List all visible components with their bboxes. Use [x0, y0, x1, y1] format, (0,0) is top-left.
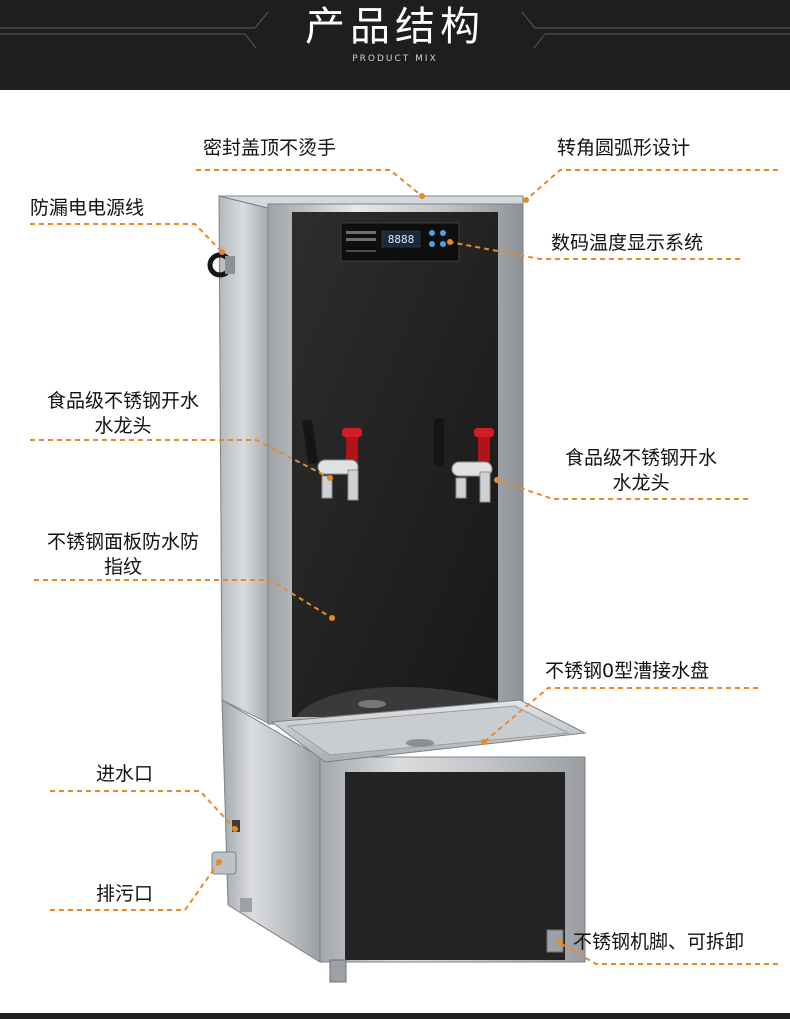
header-banner: 产品结构 PRODUCT MIX — [0, 0, 790, 90]
callout-faucet-left-line2: 水龙头 — [94, 415, 152, 437]
callout-panel: 不锈钢面板防水防 指纹 — [30, 530, 216, 580]
display-screen — [381, 230, 421, 248]
callout-faucet-right-line2: 水龙头 — [612, 472, 670, 494]
callout-feet: 不锈钢机脚、可拆卸 — [573, 931, 745, 953]
callout-display: 数码温度显示系统 — [551, 232, 704, 254]
callout-lines — [30, 169, 778, 965]
banner-decoration — [0, 11, 790, 49]
page-title: 产品结构 — [305, 4, 485, 50]
bottom-bar — [0, 1013, 790, 1019]
display-module — [340, 222, 460, 262]
callout-inlet: 进水口 — [96, 763, 154, 785]
foot — [329, 959, 347, 983]
faucet-left — [302, 419, 362, 501]
drain-pipe — [211, 851, 237, 875]
callout-faucet-left: 食品级不锈钢开水 水龙头 — [30, 389, 216, 439]
water-boiler-illustration: 8888 — [30, 169, 778, 983]
callout-drip-tray: 不锈钢0型漕接水盘 — [545, 660, 710, 682]
display-button — [440, 230, 446, 236]
callout-faucet-right-line1: 食品级不锈钢开水 — [564, 447, 717, 469]
display-readout: 8888 — [388, 233, 415, 246]
callout-corner: 转角圆弧形设计 — [557, 137, 691, 159]
foot — [240, 898, 252, 912]
callout-faucet-right: 食品级不锈钢开水 水龙头 — [548, 446, 734, 496]
callout-faucet-left-line1: 食品级不锈钢开水 — [46, 390, 199, 412]
page-subtitle: PRODUCT MIX — [352, 54, 438, 64]
callout-panel-line1: 不锈钢面板防水防 — [46, 531, 199, 553]
callout-drain: 排污口 — [96, 883, 154, 905]
callout-panel-line2: 指纹 — [103, 556, 142, 578]
display-button — [429, 230, 435, 236]
callout-power-cord: 防漏电电源线 — [30, 197, 145, 219]
base-panel — [345, 772, 565, 960]
foot — [546, 929, 564, 953]
inlet-pipe — [232, 820, 240, 832]
display-button — [440, 241, 446, 247]
callout-lid: 密封盖顶不烫手 — [203, 137, 337, 159]
product-diagram: 8888 — [0, 90, 790, 1019]
faucet-right — [434, 418, 494, 503]
display-button — [429, 241, 435, 247]
